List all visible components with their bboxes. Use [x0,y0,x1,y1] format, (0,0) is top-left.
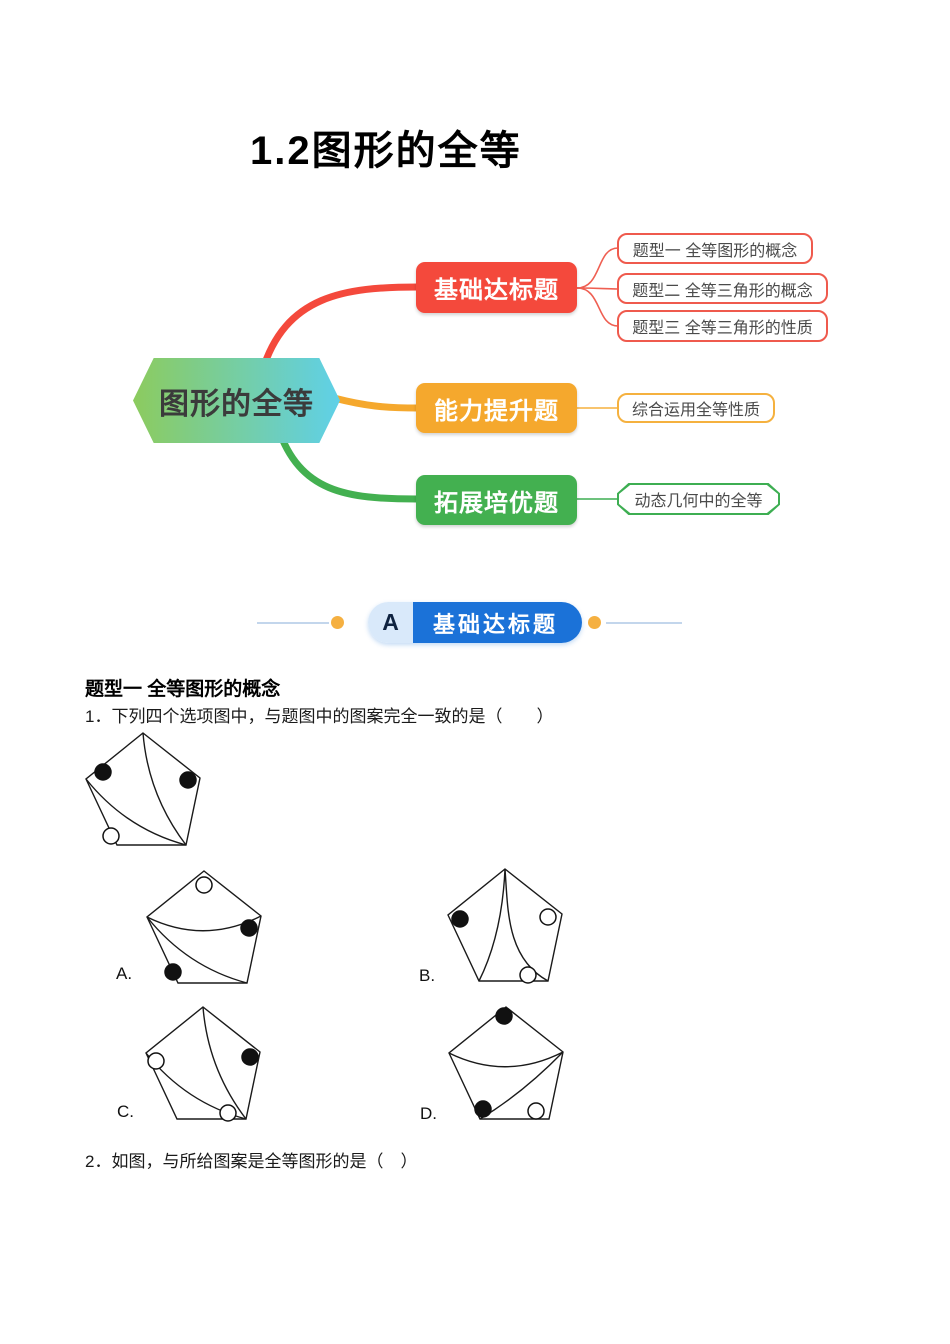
question-1: 1．下列四个选项图中，与题图中的图案完全一致的是（ ） [85,702,865,727]
divider-line-left [257,622,329,624]
mindmap-branch-extension: 拓展培优题 [416,475,577,525]
mindmap-branch-extension-label: 拓展培优题 [434,489,559,517]
mindmap-subnode-comprehensive-label: 综合运用全等性质 [631,402,760,419]
option-c-label: C. [117,1102,134,1121]
mindmap-subnode-dynamic-label: 动态几何中的全等 [634,493,763,510]
section-badge-letter: A [368,602,413,643]
question-1-number: 1． [85,707,112,726]
mindmap-subnode-dynamic-bg [619,485,778,513]
pentagon-figure-option-a [146,870,262,984]
section-badge-label: 基础达标题 [413,602,583,643]
question-2-number: 2． [85,1152,112,1171]
mindmap-subnode-type1: 题型一 全等图形的概念 [617,233,813,264]
pentagon-figure-option-c [145,1006,261,1122]
mindmap-branch-ability: 能力提升题 [416,383,577,433]
question-1-text: 下列四个选项图中，与题图中的图案完全一致的是（ ） [111,707,554,726]
pentagon-figure-option-b [447,868,563,984]
mindmap-branch-ability-label: 能力提升题 [434,397,559,425]
topic-heading: 题型一 全等图形的概念 [85,679,281,700]
option-a-label: A. [116,964,133,983]
mindmap-subnode-type2: 题型二 全等三角形的概念 [617,273,828,304]
option-d-label: D. [420,1104,437,1123]
mindmap-subnode-type3-label: 题型三 全等三角形的性质 [632,320,813,337]
option-b-label: B. [419,966,436,985]
mindmap-subnode-type1-label: 题型一 全等图形的概念 [632,242,798,260]
divider-dot-right [588,616,601,629]
mindmap-center-node: 图形的全等 [133,358,340,443]
section-badge: A 基础达标题 [368,602,583,643]
mindmap-subnode-type3: 题型三 全等三角形的性质 [617,310,828,342]
pentagon-figure-option-d [448,1006,564,1120]
question-2-text: 如图，与所给图案是全等图形的是（ ） [111,1152,418,1171]
pentagon-figure-problem [85,732,201,846]
page-title: 1.2图形的全等 [250,129,522,173]
mindmap-center-label: 图形的全等 [159,387,314,421]
mindmap-subnode-comprehensive: 综合运用全等性质 [617,393,775,423]
question-2: 2．如图，与所给图案是全等图形的是（ ） [85,1147,865,1172]
divider-line-right [606,622,682,624]
mindmap-subnode-type2-label: 题型二 全等三角形的概念 [632,282,813,300]
mindmap-subnode-dynamic: 动态几何中的全等 [617,483,780,515]
mindmap-branch-basic-label: 基础达标题 [434,277,559,304]
divider-dot-left [331,616,344,629]
mindmap-branch-basic: 基础达标题 [416,262,577,313]
